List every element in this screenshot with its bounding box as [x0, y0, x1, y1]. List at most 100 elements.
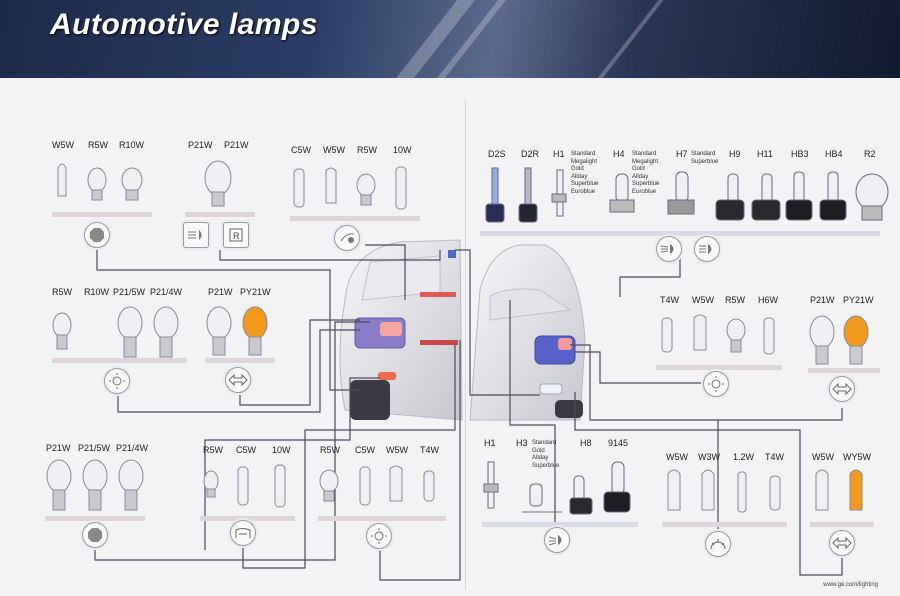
label-d2r: D2R	[521, 149, 540, 159]
label-p21-4w: P21/4W	[116, 443, 149, 453]
headlight-rear-fog-icon	[183, 222, 209, 248]
dashboard-light-icon	[705, 531, 731, 557]
bulbs-group-6	[46, 459, 144, 511]
h1-variants: Standard Megalight Gold Allday Superblue…	[571, 151, 599, 195]
band	[185, 212, 255, 217]
band	[662, 522, 787, 527]
h3-variants: Standard Gold Allday Superblue	[532, 440, 560, 469]
h7-variants: Standard Superblue	[691, 151, 719, 165]
label-p21w: P21W	[208, 287, 233, 297]
label-w5w: W5W	[692, 295, 714, 305]
page-fold	[465, 100, 466, 590]
label-r5w: R5W	[203, 445, 223, 455]
bulbs-group-4	[52, 306, 179, 358]
label-r5w: R5W	[52, 287, 72, 297]
label-w5w: W5W	[812, 452, 834, 462]
label-h9: H9	[729, 149, 741, 159]
label-w5w: W5W	[52, 140, 74, 150]
label-p21w: P21W	[188, 140, 213, 150]
label-h1: H1	[484, 438, 496, 448]
label-wy5w: WY5W	[843, 452, 871, 462]
header-banner: Automotive lamps	[0, 0, 900, 78]
interior-light-icon	[104, 368, 130, 394]
label-h11: H11	[757, 149, 773, 159]
label-h8: H8	[580, 438, 592, 448]
label-hb4: HB4	[825, 149, 843, 159]
label-h6w: H6W	[758, 295, 778, 305]
label-t4w: T4W	[660, 295, 679, 305]
label-t4w: T4W	[765, 452, 784, 462]
label-w3w: W3W	[698, 452, 720, 462]
label-9145: 9145	[608, 438, 629, 448]
band	[810, 522, 874, 527]
bulbs-group-12	[483, 461, 631, 515]
label-10w: 10W	[272, 445, 291, 455]
band	[52, 212, 152, 217]
label-r5w: R5W	[320, 445, 340, 455]
bulbs-group-8	[319, 465, 435, 506]
fog-lamp-icon	[82, 522, 108, 548]
label-w5w: W5W	[386, 445, 408, 455]
rear-fog-icon: R	[223, 222, 249, 248]
label-h1: H1	[553, 149, 565, 159]
door-light-icon	[230, 520, 256, 546]
reverse-lamp-icon	[334, 225, 360, 251]
label-w5w: W5W	[323, 145, 345, 155]
label-c5w: C5W	[236, 445, 256, 455]
label-t4w: T4W	[420, 445, 439, 455]
label-r2: R2	[864, 149, 876, 159]
label-1-2w: 1.2W	[733, 452, 755, 462]
band	[482, 522, 638, 527]
bulb-p21w	[204, 160, 232, 207]
band	[656, 365, 782, 370]
bulbs-group-14	[815, 469, 863, 511]
label-d2s: D2S	[488, 149, 506, 159]
bulbs-group-13	[667, 469, 781, 513]
indicator-arrows-icon	[829, 530, 855, 556]
bulbs-group-7	[203, 464, 286, 508]
band	[808, 368, 880, 373]
label-c5w: C5W	[291, 145, 311, 155]
band	[290, 216, 420, 221]
label-p21-4w: P21/4W	[150, 287, 183, 297]
label-hb3: HB3	[791, 149, 809, 159]
svg-text:R: R	[233, 231, 240, 241]
label-r10w: R10W	[119, 140, 145, 150]
high-beam-icon	[694, 236, 720, 262]
headlight-icon	[656, 236, 682, 262]
label-p21-5w: P21/5W	[113, 287, 146, 297]
indicator-arrows-icon	[225, 367, 251, 393]
label-r5w: R5W	[725, 295, 745, 305]
band	[480, 231, 880, 236]
band	[200, 516, 295, 521]
footer-url: www.ge.com/lighting	[823, 582, 878, 588]
label-h3: H3	[516, 438, 528, 448]
label-c5w: C5W	[355, 445, 375, 455]
interior-light-icon	[366, 523, 392, 549]
band	[205, 358, 275, 363]
bulbs-group-10	[661, 314, 775, 355]
label-h4: H4	[613, 149, 625, 159]
label-r5w: R5W	[357, 145, 377, 155]
label-p21w-2: P21W	[224, 140, 249, 150]
bulbs-group-11	[809, 315, 869, 365]
bulbs-group-5	[206, 306, 268, 356]
label-w5w: W5W	[666, 452, 688, 462]
fog-headlight-icon	[544, 527, 570, 553]
label-10w: 10W	[393, 145, 412, 155]
label-r5w: R5W	[88, 140, 108, 150]
band	[318, 516, 446, 521]
label-r10w: R10W	[84, 287, 110, 297]
band	[45, 516, 145, 521]
bulbs-group-3	[293, 166, 407, 210]
indicator-arrows-icon	[829, 376, 855, 402]
label-h7: H7	[676, 149, 688, 159]
label-p21w: P21W	[46, 443, 71, 453]
label-p21w: P21W	[810, 295, 835, 305]
band	[52, 358, 187, 363]
page-title: Automotive lamps	[50, 8, 319, 41]
fog-lamp-icon	[84, 222, 110, 248]
label-py21w: PY21W	[843, 295, 874, 305]
bulbs-group-9	[485, 167, 889, 223]
